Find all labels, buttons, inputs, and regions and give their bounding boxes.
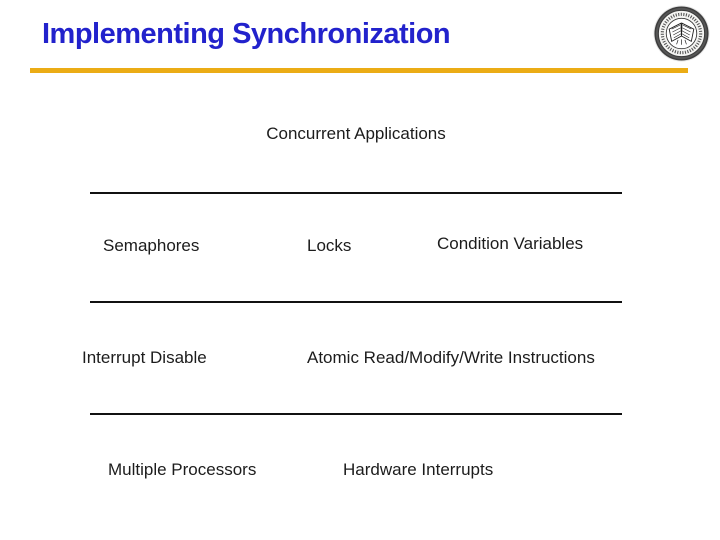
layer-divider-1 bbox=[90, 192, 622, 194]
layer-label-locks: Locks bbox=[307, 236, 352, 255]
page-title: Implementing Synchronization bbox=[42, 18, 451, 50]
layer-divider-2 bbox=[90, 301, 622, 303]
title-underline bbox=[30, 68, 688, 73]
university-seal-icon bbox=[652, 4, 711, 63]
layer-label-hardware-interrupts: Hardware Interrupts bbox=[343, 460, 494, 479]
layer-label-atomic-instructions: Atomic Read/Modify/Write Instructions bbox=[307, 348, 595, 367]
layer-label-concurrent-applications: Concurrent Applications bbox=[266, 124, 446, 143]
layer-label-multiple-processors: Multiple Processors bbox=[108, 460, 257, 479]
layer-label-interrupt-disable: Interrupt Disable bbox=[82, 348, 207, 367]
layer-label-condition-variables: Condition Variables bbox=[437, 234, 584, 253]
layer-divider-3 bbox=[90, 413, 622, 415]
layer-label-semaphores: Semaphores bbox=[103, 236, 200, 255]
